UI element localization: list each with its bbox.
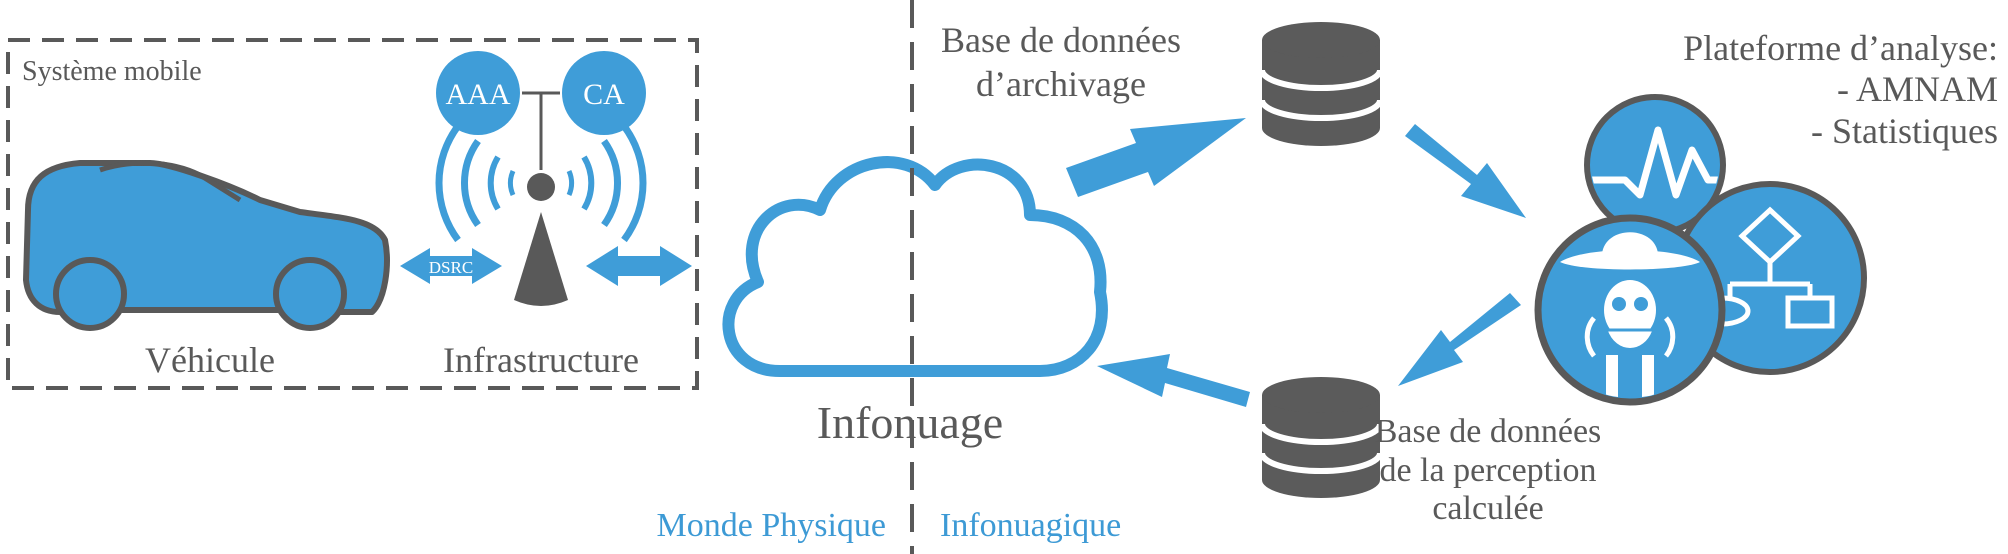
perception-db-line1: Base de données	[1375, 413, 1602, 450]
perception-db-line3: calculée	[1432, 490, 1543, 527]
infrastructure-label: Infrastructure	[443, 340, 639, 380]
analysis-line1: Plateforme d’analyse:	[1683, 28, 1998, 68]
mobile-system-label: Système mobile	[22, 56, 202, 87]
analysis-to-perception-arrow	[1398, 293, 1521, 386]
ca-label: CA	[583, 78, 625, 111]
cloud-to-archive-arrow	[1066, 118, 1246, 197]
perception-db-line2: de la perception	[1379, 452, 1596, 489]
database-icon	[1259, 22, 1383, 146]
archive-db-line1: Base de données	[941, 20, 1181, 60]
archive-db-line2: d’archivage	[976, 64, 1146, 104]
mobile-system-frame	[6, 38, 699, 390]
perception-to-cloud-arrow	[1097, 354, 1250, 407]
archive-to-analysis-arrow	[1405, 124, 1526, 218]
mascot-icon	[1534, 214, 1726, 406]
ca-circle	[562, 51, 646, 135]
waveform-icon	[1584, 94, 1726, 236]
car-icon	[23, 160, 390, 331]
vehicle-label: Véhicule	[145, 340, 275, 380]
cloud-icon	[722, 156, 1108, 377]
antenna-icon	[435, 123, 647, 306]
cloud-world-label: Infonuagique	[940, 507, 1121, 544]
aaa-ca-connector	[522, 91, 560, 170]
analysis-line3: - Statistiques	[1811, 111, 1998, 151]
physical-world-label: Monde Physique	[657, 507, 887, 544]
aaa-circle	[436, 51, 520, 135]
database-icon	[1259, 377, 1383, 498]
dsrc-arrow	[400, 248, 502, 284]
analysis-line2: - AMNAM	[1837, 69, 1998, 109]
aaa-label: AAA	[446, 78, 511, 111]
infrastructure-cloud-arrow	[586, 246, 692, 286]
dsrc-label: DSRC	[429, 258, 473, 277]
